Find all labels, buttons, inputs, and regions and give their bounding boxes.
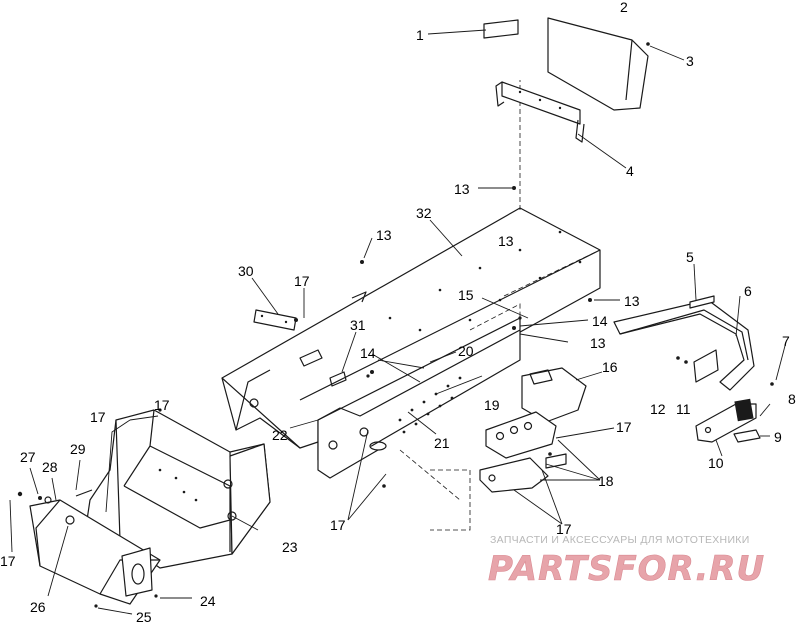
callout-17-b: 17 xyxy=(294,273,310,289)
callout-8: 8 xyxy=(788,391,796,407)
callout-10: 10 xyxy=(708,455,724,471)
callout-14-b: 14 xyxy=(592,313,608,329)
callout-19: 19 xyxy=(484,397,500,413)
callout-13-b: 13 xyxy=(376,227,392,243)
callout-13-e: 13 xyxy=(498,233,514,249)
callout-17-e: 17 xyxy=(556,521,572,537)
callout-9: 9 xyxy=(774,429,782,445)
callout-5: 5 xyxy=(686,249,694,265)
callout-17-f: 17 xyxy=(0,553,16,569)
callout-18: 18 xyxy=(598,473,614,489)
cooler-brackets xyxy=(479,367,587,493)
callout-7: 7 xyxy=(782,333,790,349)
callout-11: 11 xyxy=(676,401,691,417)
callout-3: 3 xyxy=(686,53,694,69)
front-cradle-part-23 xyxy=(17,408,271,608)
callout-23: 23 xyxy=(282,539,298,555)
plates-30-31 xyxy=(253,309,298,331)
callout-17-c: 17 xyxy=(616,419,632,435)
snowflap-assembly xyxy=(483,17,650,143)
callout-32: 32 xyxy=(416,205,432,221)
callout-26: 26 xyxy=(30,599,46,615)
callout-16: 16 xyxy=(602,359,618,375)
rear-bumper-assembly xyxy=(613,295,755,391)
callout-14-a: 14 xyxy=(360,345,376,361)
tunnel-lower-section xyxy=(317,317,521,479)
callout-28: 28 xyxy=(42,459,58,475)
callout-17-d: 17 xyxy=(330,517,346,533)
leader-lines xyxy=(9,29,787,615)
callout-31: 31 xyxy=(350,317,366,333)
callout-17-a: 17 xyxy=(90,409,106,425)
callout-20: 20 xyxy=(458,343,474,359)
callout-12: 12 xyxy=(650,401,666,417)
fastener-dots xyxy=(360,186,592,488)
callout-1: 1 xyxy=(416,27,424,43)
handle-assembly xyxy=(695,382,774,443)
callout-17-g: 17 xyxy=(154,397,170,413)
watermark: ЗАПЧАСТИ И АКСЕССУАРЫ ДЛЯ МОТОТЕХНИКИ PA… xyxy=(488,534,765,589)
callout-6: 6 xyxy=(744,283,752,299)
callout-24: 24 xyxy=(200,593,216,609)
callout-29: 29 xyxy=(70,441,86,457)
watermark-tagline: ЗАПЧАСТИ И АКСЕССУАРЫ ДЛЯ МОТОТЕХНИКИ xyxy=(490,534,750,546)
callout-13-c: 13 xyxy=(624,293,640,309)
callout-21: 21 xyxy=(434,435,450,451)
callout-2: 2 xyxy=(620,0,628,15)
watermark-brand: PARTSFOR.RU xyxy=(488,549,765,589)
callout-27: 27 xyxy=(20,449,36,465)
callout-22: 22 xyxy=(272,427,288,443)
callout-25: 25 xyxy=(136,609,152,624)
callout-15: 15 xyxy=(458,287,474,303)
callout-13-a: 13 xyxy=(454,181,470,197)
callout-30: 30 xyxy=(238,263,254,279)
callout-4: 4 xyxy=(626,163,634,179)
callout-13-d: 13 xyxy=(590,335,606,351)
